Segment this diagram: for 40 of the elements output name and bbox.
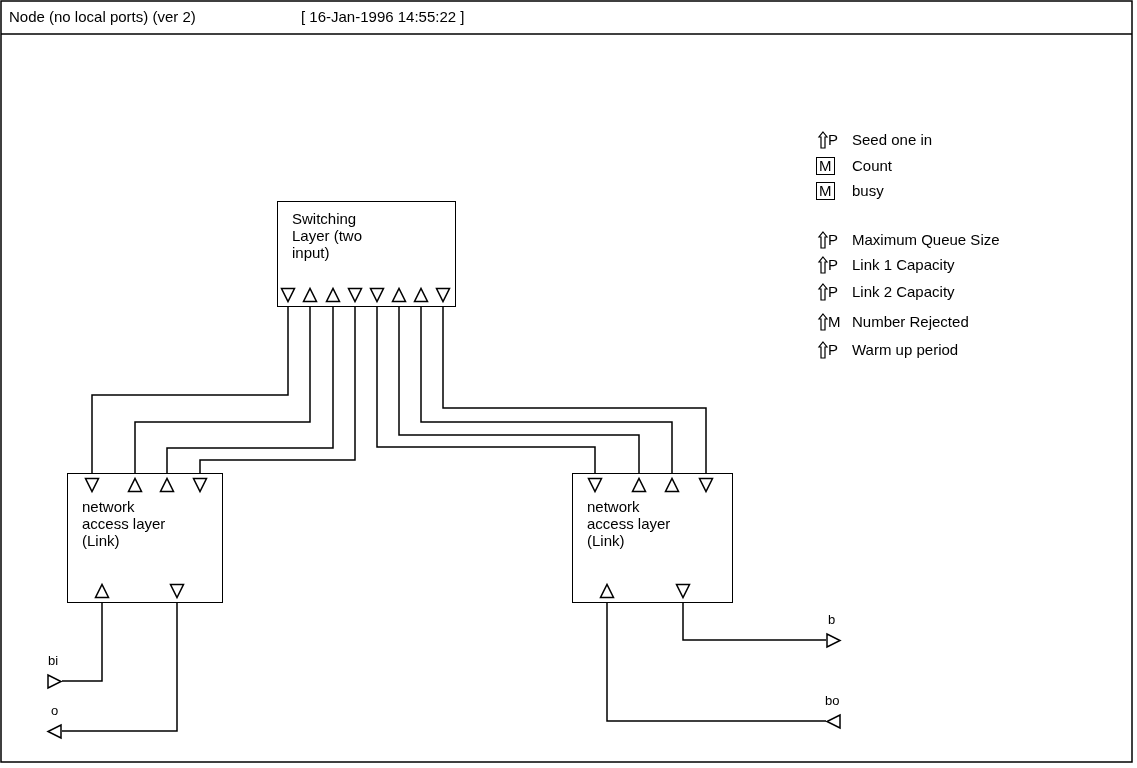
port-label: o: [51, 702, 59, 720]
block-box: [572, 473, 733, 603]
parameter-label: Number Rejected: [852, 313, 969, 331]
connector-line: [682, 602, 827, 641]
parameter-label: busy: [852, 182, 884, 200]
connector-line: [398, 306, 640, 474]
connector-line: [606, 602, 827, 722]
diagram-title: Node (no local ports) (ver 2): [9, 8, 196, 26]
parameter-label: Warm up period: [852, 341, 959, 359]
parameter-label: Link 1 Capacity: [852, 256, 955, 274]
port-label: bo: [825, 692, 840, 710]
connector-line: [376, 306, 596, 474]
block-box: [277, 201, 456, 307]
connector-line: [61, 602, 103, 682]
type-letter: P: [828, 231, 838, 249]
block-label: network access layer (Link): [82, 498, 167, 549]
connector-line: [420, 306, 673, 474]
block-box: [67, 473, 223, 603]
parameter-label: Count: [852, 157, 893, 175]
block-label: network access layer (Link): [587, 498, 672, 549]
parameter-label: Seed one in: [852, 131, 933, 149]
monitor-badge: M: [816, 157, 835, 175]
type-letter: P: [828, 131, 838, 149]
parameter-label: Maximum Queue Size: [852, 231, 1000, 249]
connector-line: [61, 602, 178, 732]
connector-line: [199, 306, 356, 474]
type-letter: P: [828, 283, 838, 301]
timestamp-label: [ 16-Jan-1996 14:55:22 ]: [301, 8, 465, 26]
connector-line: [134, 306, 311, 474]
type-letter: P: [828, 256, 838, 274]
connector-line: [442, 306, 707, 474]
parameter-label: Link 2 Capacity: [852, 283, 955, 301]
type-letter: P: [828, 341, 838, 359]
port-label: bi: [48, 652, 59, 670]
type-letter: M: [828, 313, 841, 331]
port-label: b: [828, 611, 836, 629]
connector-line: [166, 306, 334, 474]
monitor-badge: M: [816, 182, 835, 200]
connector-line: [91, 306, 289, 474]
block-label: Switching Layer (two input): [292, 210, 364, 261]
